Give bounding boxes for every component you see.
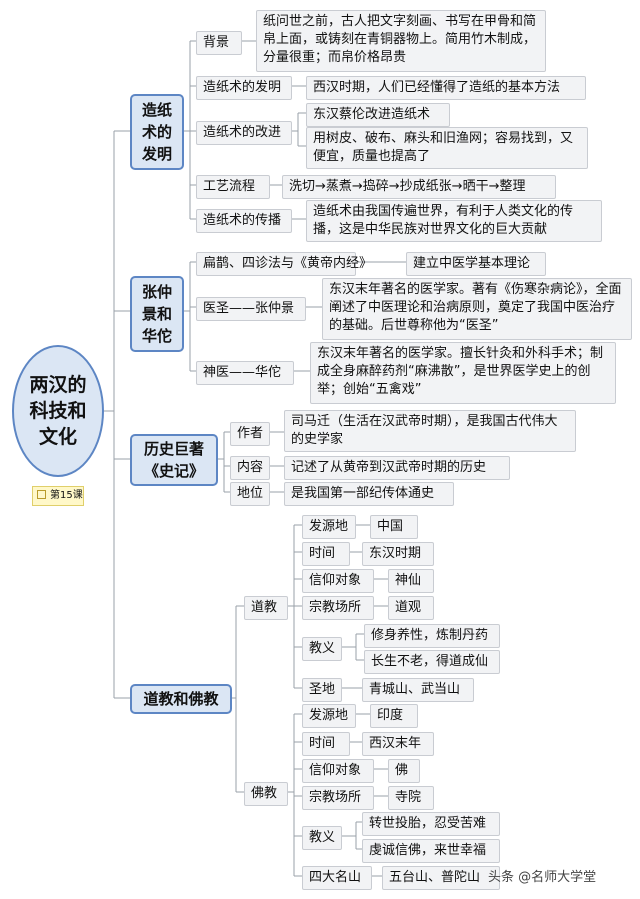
- paper-spread-text: 造纸术由我国传遍世界，有利于人类文化的传播，这是中华民族对世界文化的巨大贡献: [306, 200, 602, 242]
- watermark: 头条 @名师大学堂: [488, 870, 597, 885]
- paper-invention-label: 造纸术的发明: [196, 76, 292, 100]
- medicine-zhang-label: 医圣——张仲景: [196, 297, 306, 321]
- category-medicine-label: 张仲景和华佗: [141, 283, 172, 345]
- taoism-place-label: 宗教场所: [302, 596, 374, 620]
- medicine-zhang-text: 东汉末年著名的医学家。著有《伤寒杂病论》，全面阐述了中医理论和治病原则，奠定了我…: [322, 278, 632, 340]
- medicine-bianque-label: 扁鹊、四诊法与《黄帝内经》: [196, 252, 372, 276]
- taoism-origin: 中国: [370, 515, 418, 539]
- buddhism-doctrine-label: 教义: [302, 826, 342, 850]
- lesson-tag: 第15课: [32, 486, 84, 506]
- category-paper: 造纸术的发明: [130, 94, 184, 170]
- buddhism-label: 佛教: [244, 782, 288, 806]
- paper-process-label: 工艺流程: [196, 175, 270, 199]
- buddhism-mountains-label: 四大名山: [302, 866, 372, 890]
- buddhism-origin-label: 发源地: [302, 704, 356, 728]
- category-paper-label: 造纸术的发明: [141, 101, 172, 163]
- category-shiji-label: 历史巨著《史记》: [143, 440, 204, 480]
- category-medicine: 张仲景和华佗: [130, 276, 184, 352]
- paper-invention-text: 西汉时期，人们已经懂得了造纸的基本方法: [306, 76, 586, 100]
- taoism-doctrine-b: 长生不老，得道成仙: [364, 650, 500, 674]
- taoism-time: 东汉时期: [362, 542, 434, 566]
- taoism-holy: 青城山、武当山: [362, 678, 474, 702]
- shiji-author-text: 司马迁（生活在汉武帝时期），是我国古代伟大的史学家: [284, 410, 576, 452]
- shiji-content-label: 内容: [230, 456, 270, 480]
- taoism-origin-label: 发源地: [302, 515, 356, 539]
- paper-background-label: 背景: [196, 31, 242, 55]
- root-title: 两汉的科技和文化: [29, 374, 87, 448]
- category-shiji: 历史巨著《史记》: [130, 434, 218, 486]
- lesson-label: 第15课: [50, 490, 83, 501]
- buddhism-time-label: 时间: [302, 732, 350, 756]
- taoism-place: 道观: [388, 596, 434, 620]
- shiji-author-label: 作者: [230, 422, 270, 446]
- buddhism-place: 寺院: [388, 786, 434, 810]
- paper-process-text: 洗切→蒸煮→捣碎→抄成纸张→晒干→整理: [282, 175, 556, 199]
- shiji-content-text: 记述了从黄帝到汉武帝时期的历史: [284, 456, 510, 480]
- medicine-bianque-text: 建立中医学基本理论: [406, 252, 546, 276]
- taoism-label: 道教: [244, 596, 288, 620]
- buddhism-origin: 印度: [370, 704, 418, 728]
- category-religion: 道教和佛教: [130, 684, 232, 714]
- paper-improve-label: 造纸术的改进: [196, 121, 292, 145]
- buddhism-doctrine-a: 转世投胎，忍受苦难: [362, 812, 500, 836]
- buddhism-place-label: 宗教场所: [302, 786, 374, 810]
- buddhism-belief: 佛: [388, 759, 420, 783]
- taoism-time-label: 时间: [302, 542, 350, 566]
- shiji-status-text: 是我国第一部纪传体通史: [284, 482, 454, 506]
- taoism-holy-label: 圣地: [302, 678, 342, 702]
- buddhism-time: 西汉末年: [362, 732, 434, 756]
- buddhism-mountains: 五台山、普陀山: [382, 866, 500, 890]
- taoism-belief: 神仙: [388, 569, 434, 593]
- category-religion-label: 道教和佛教: [143, 690, 219, 708]
- shiji-status-label: 地位: [230, 482, 270, 506]
- taoism-doctrine-a: 修身养性，炼制丹药: [364, 624, 500, 648]
- note-icon: [37, 490, 46, 499]
- paper-improve-a: 东汉蔡伦改进造纸术: [306, 103, 450, 127]
- buddhism-doctrine-b: 虔诚信佛，来世幸福: [362, 839, 500, 863]
- taoism-doctrine-label: 教义: [302, 637, 342, 661]
- paper-spread-label: 造纸术的传播: [196, 209, 292, 233]
- buddhism-belief-label: 信仰对象: [302, 759, 374, 783]
- medicine-hua-label: 神医——华佗: [196, 361, 294, 385]
- paper-background-text: 纸问世之前，古人把文字刻画、书写在甲骨和简帛上面，或铸刻在青铜器物上。简用竹木制…: [256, 10, 546, 72]
- root-topic: 两汉的科技和文化: [12, 345, 104, 477]
- paper-improve-b: 用树皮、破布、麻头和旧渔网；容易找到，又便宜，质量也提高了: [306, 127, 588, 169]
- taoism-belief-label: 信仰对象: [302, 569, 374, 593]
- medicine-hua-text: 东汉末年著名的医学家。擅长针灸和外科手术；制成全身麻醉药剂“麻沸散”，是世界医学…: [310, 342, 616, 404]
